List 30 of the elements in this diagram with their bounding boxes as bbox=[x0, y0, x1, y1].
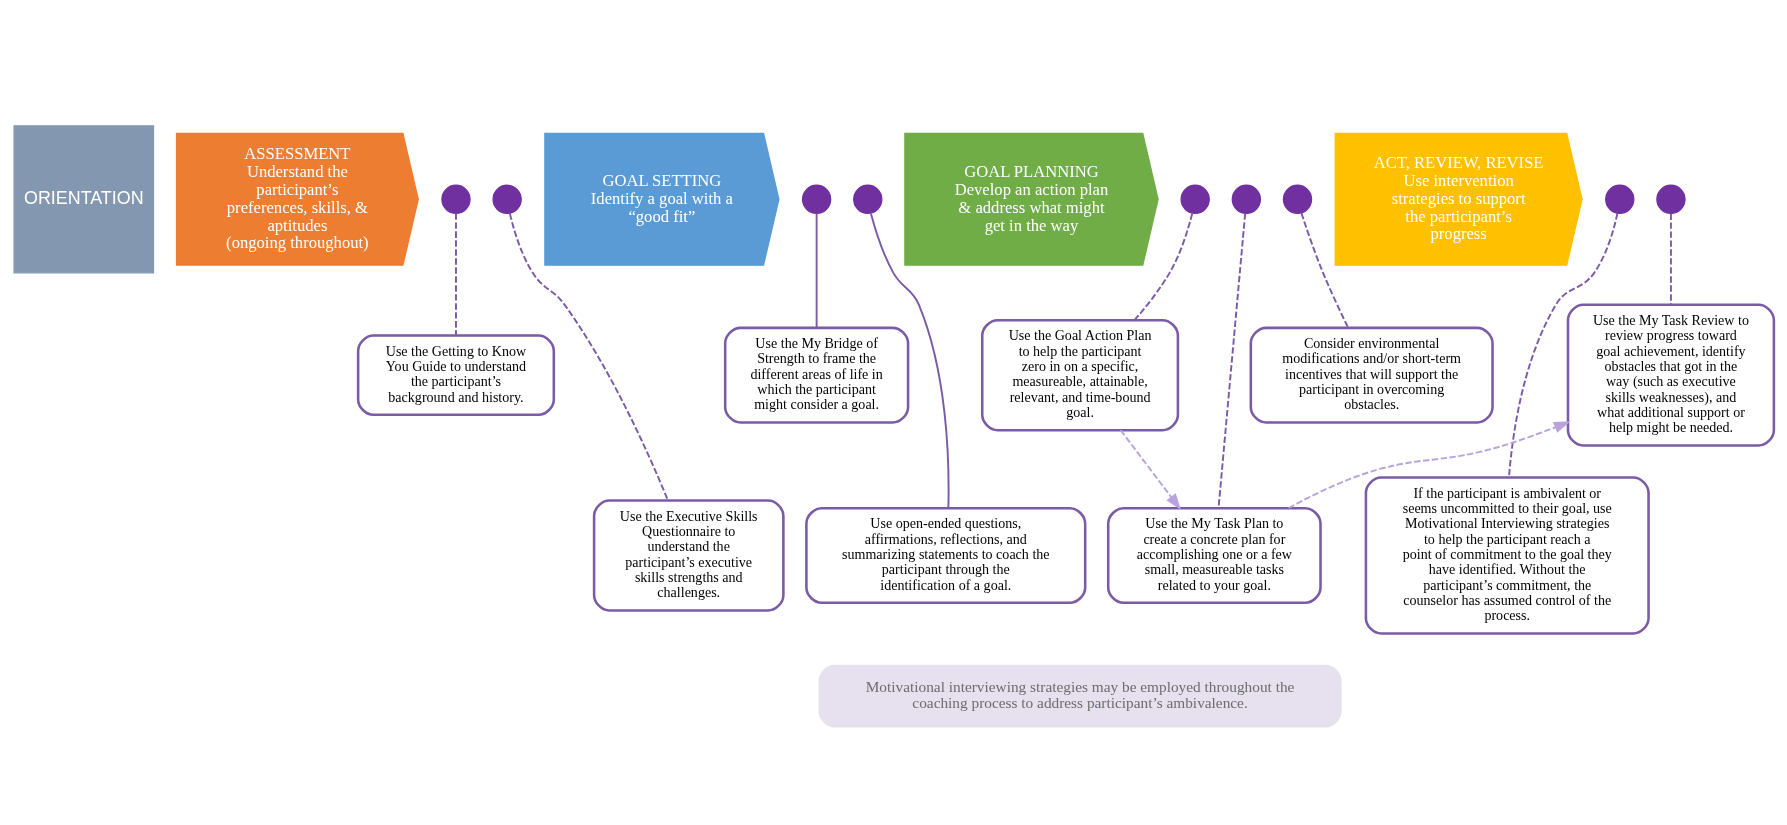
connector bbox=[1133, 212, 1193, 321]
connector bbox=[508, 212, 669, 502]
node-box: Use the Executive Skills Questionnaire to understand the participant’s executive skills strengths and challenges. bbox=[592, 499, 785, 612]
node-circle bbox=[1179, 184, 1210, 215]
arrow bbox=[1119, 429, 1181, 511]
node-box: Use the My Bridge of Strength to frame the different areas of life in which the participant might consider a goal. bbox=[723, 326, 909, 424]
connector bbox=[1507, 212, 1618, 478]
node-circle bbox=[1282, 184, 1312, 215]
node-circle bbox=[440, 184, 471, 215]
node-circle bbox=[1604, 184, 1634, 215]
node-box: Use the My Task Plan to create a concrete plan for accomplishing one or a few small, measureable tasks related to your goal. bbox=[1106, 506, 1322, 605]
node-box: Motivational interviewing strategies may be employed throughout the coaching process to address participant’s ambivalence. bbox=[818, 664, 1342, 728]
connector bbox=[869, 212, 950, 509]
node-circle bbox=[852, 184, 882, 215]
connector bbox=[1669, 212, 1672, 306]
connector bbox=[815, 212, 818, 329]
connector bbox=[454, 212, 457, 337]
node-circle bbox=[1655, 184, 1686, 215]
node-box: ORIENTATION bbox=[12, 125, 154, 274]
connector bbox=[1299, 212, 1349, 329]
node-box: If the participant is ambivalent or seems uncommitted to their goal, use Motivational Interviewing strategies to help the participant reach a point of commitment to the goal they have identified. Without the participant’s commitment, the counselor has assumed control of the process. bbox=[1364, 476, 1650, 635]
node-box: Use open-ended questions, affirmations, reflections, and summarizing statements to coach the participant through the identification of a goal. bbox=[804, 506, 1086, 605]
arrow bbox=[1287, 421, 1571, 509]
node-box: Use the Goal Action Plan to help the participant zero in on a specific, measureable, attainable, relevant, and time-bound goal. bbox=[980, 318, 1179, 432]
node-box: Use the My Task Review to review progress toward goal achievement, identify obstacles that got in the way (such as executive skills weaknesses), and what additional support or help might be needed. bbox=[1566, 303, 1775, 447]
node-box: Consider environmental modifications and/or short-term incentives that will support the participant in overcoming obstacles. bbox=[1249, 326, 1494, 424]
node-circle bbox=[801, 184, 831, 215]
node-circle bbox=[1231, 184, 1261, 215]
node-box: Use the Getting to Know You Guide to understand the participant’s background and history. bbox=[356, 334, 555, 417]
node-circle bbox=[491, 184, 522, 215]
